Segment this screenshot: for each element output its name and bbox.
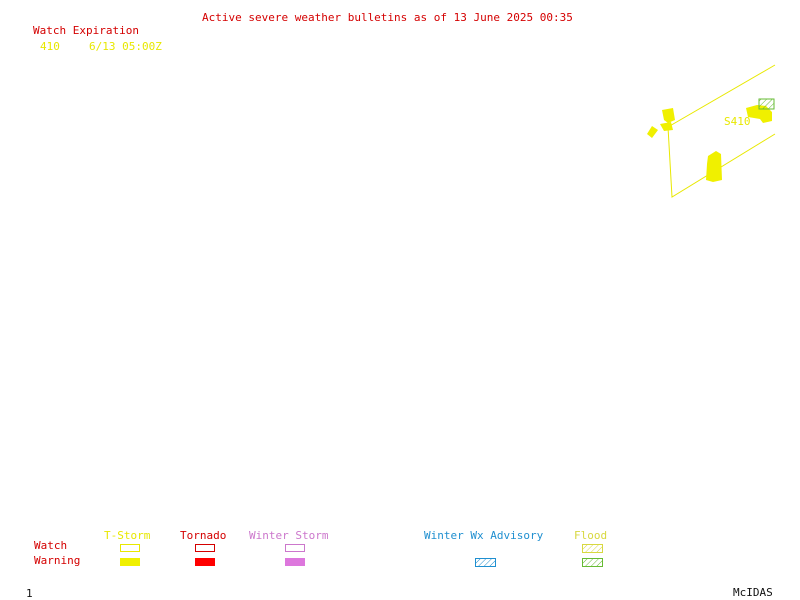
legend-tstorm-warning-swatch [120, 558, 140, 566]
tstorm-warning-polygon [660, 122, 673, 131]
bulletin-title: Active severe weather bulletins as of 13… [202, 11, 573, 24]
flood-warning-polygon [758, 98, 775, 110]
legend-winter-storm-watch-swatch [285, 544, 305, 552]
expiration-time: 6/13 05:00Z [89, 40, 162, 53]
watch-410-label: S410 [724, 115, 751, 128]
legend-watch-row-label: Watch [34, 539, 68, 552]
frame-number: 1 [26, 587, 33, 600]
legend-tornado-watch-swatch [195, 544, 215, 552]
legend-tornado-label: Tornado [180, 529, 227, 542]
legend-flood-warning-swatch [582, 558, 603, 567]
legend-winter-wx-advisory-swatch [475, 558, 496, 567]
watch-expiration-heading: Watch Expiration [33, 24, 139, 37]
tstorm-warning-polygon [706, 151, 722, 182]
legend-flood-watch-swatch [582, 544, 603, 553]
legend-winter-storm-label: Winter Storm [249, 529, 329, 542]
legend-winter-wx-advisory-label: Winter Wx Advisory [424, 529, 544, 542]
legend-tstorm-watch-swatch [120, 544, 140, 552]
watch-410-outline [667, 64, 776, 198]
tstorm-warning-polygon [662, 108, 675, 123]
tstorm-warning-polygons [647, 105, 772, 182]
legend-tornado-warning-swatch [195, 558, 215, 566]
legend-warning-row-label: Warning [34, 554, 81, 567]
legend-flood-label: Flood [574, 529, 608, 542]
legend-tstorm-label: T-Storm [104, 529, 151, 542]
legend-winter-storm-warning-swatch [285, 558, 305, 566]
tstorm-warning-polygon [647, 126, 658, 138]
expiration-watch-number: 410 [40, 40, 60, 53]
software-label: McIDAS [733, 586, 773, 599]
